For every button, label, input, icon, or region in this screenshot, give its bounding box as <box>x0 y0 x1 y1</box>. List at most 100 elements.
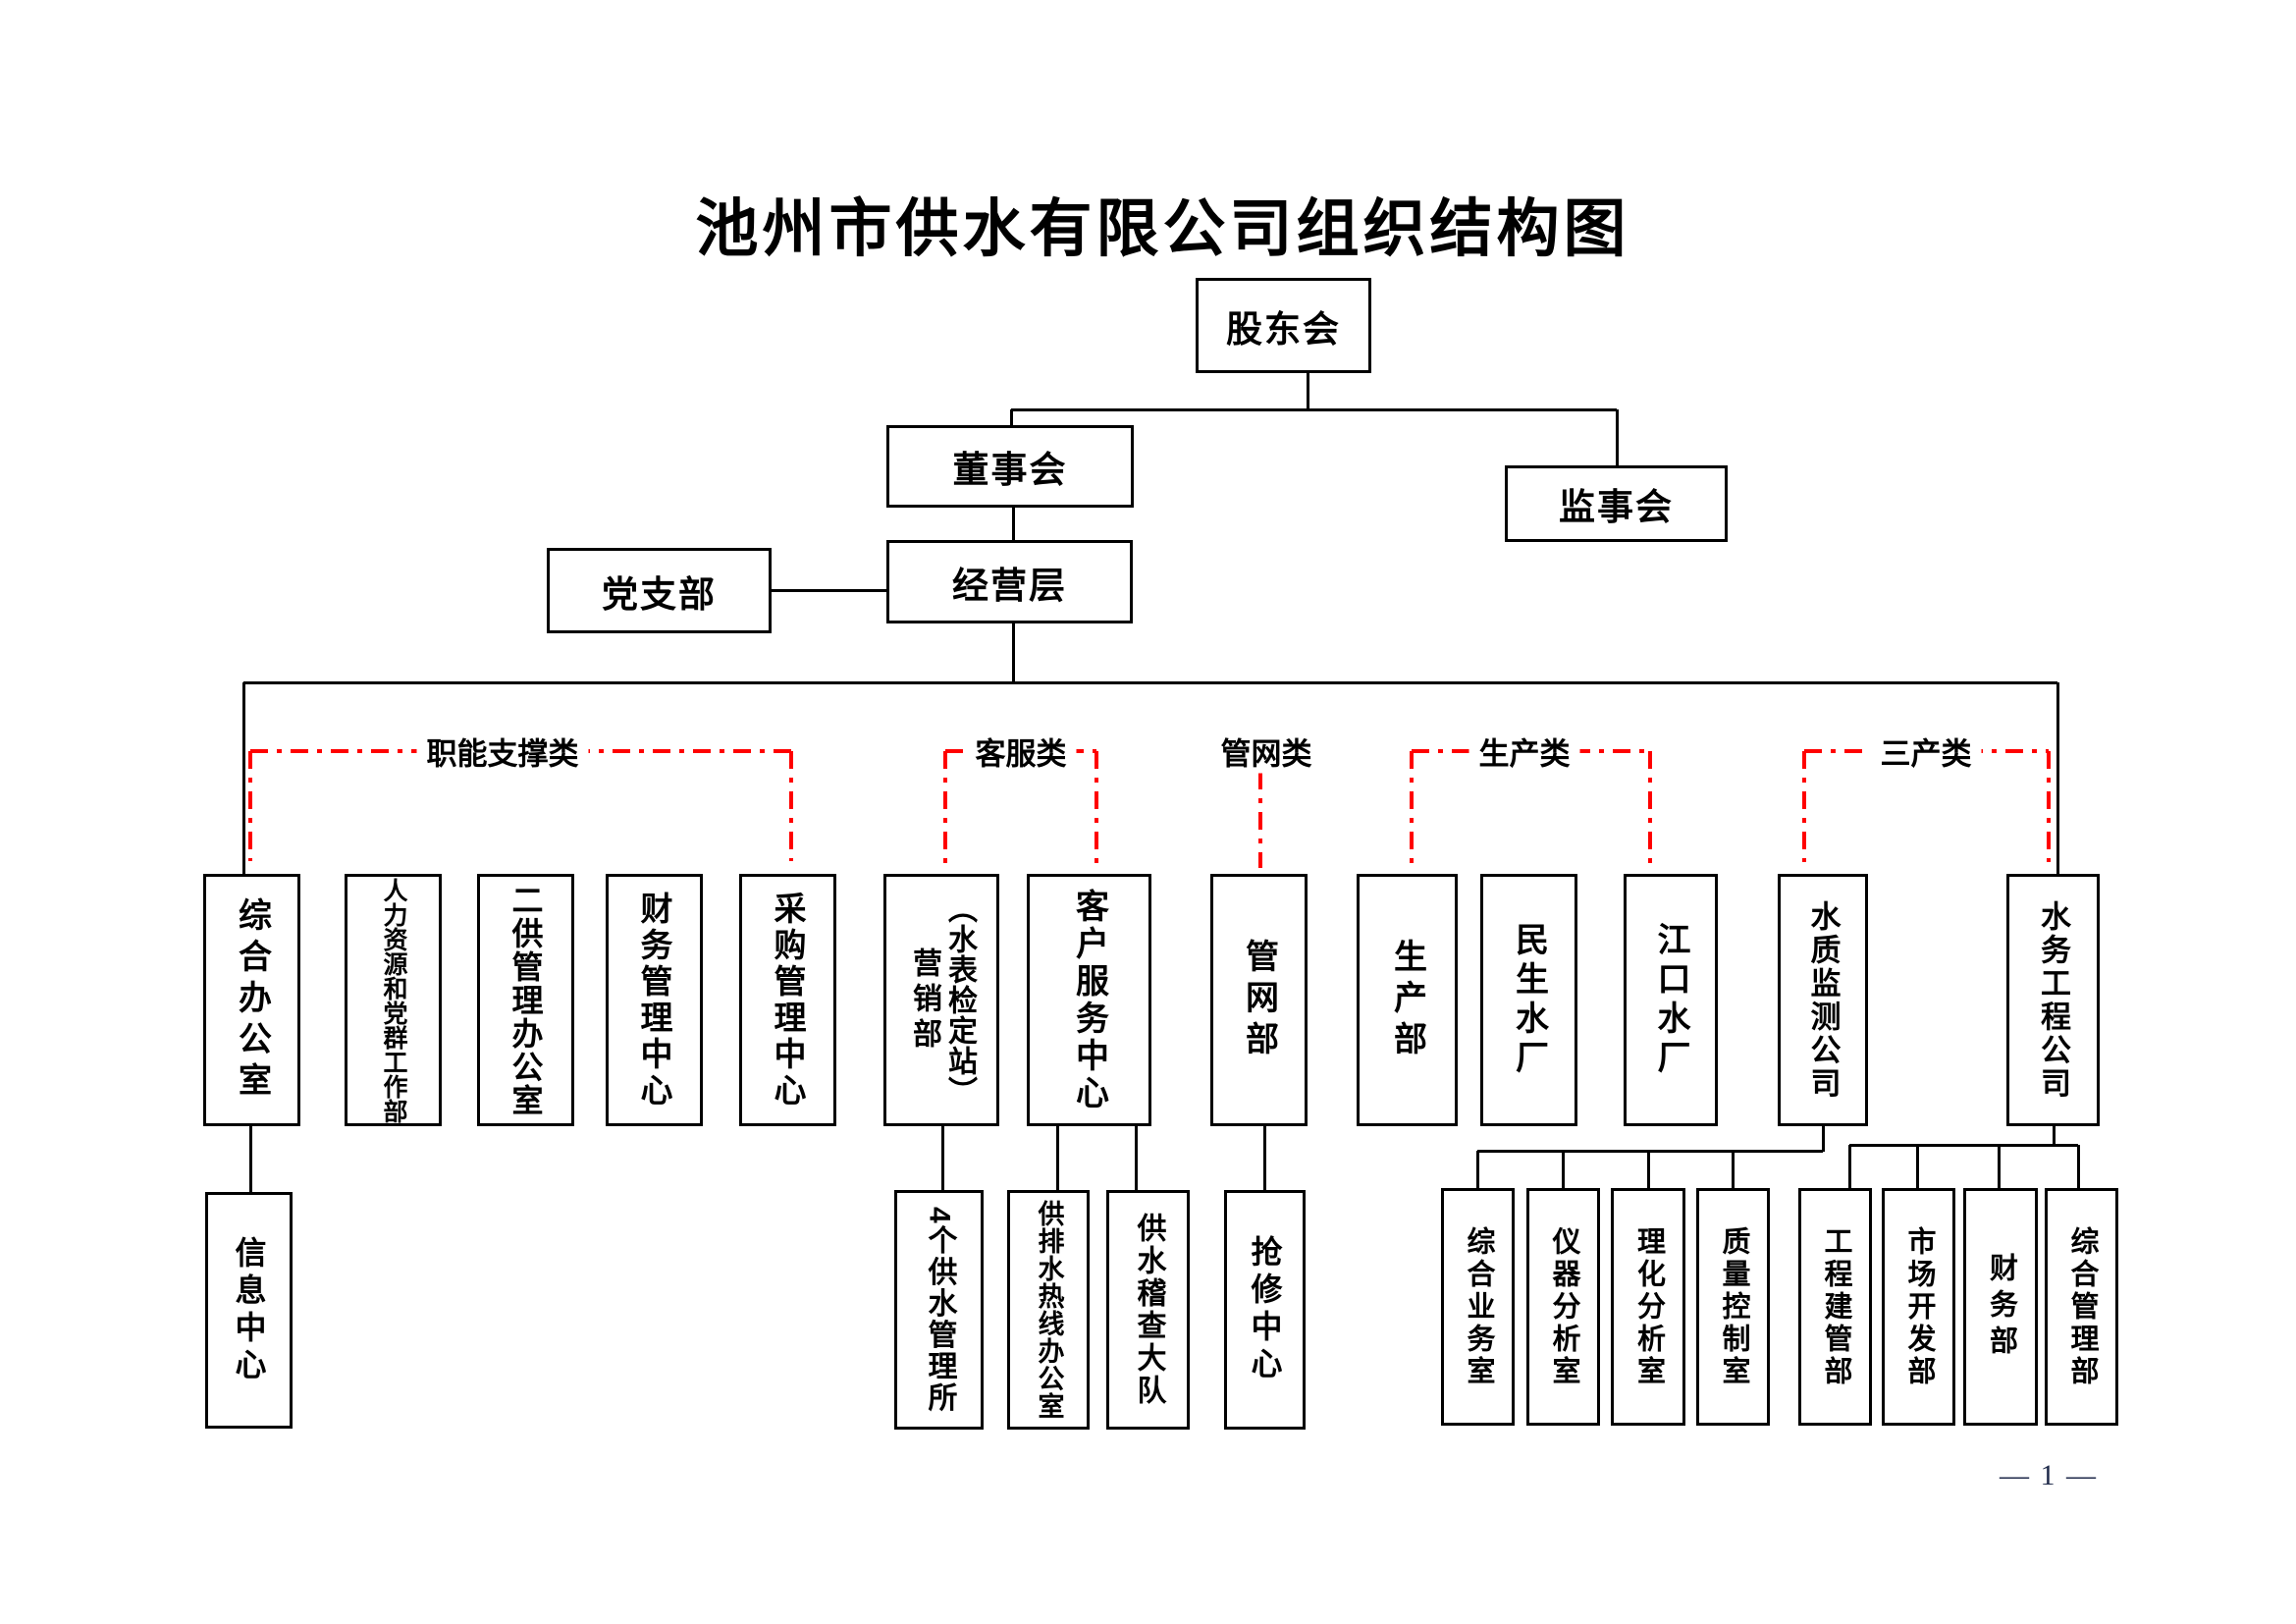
org-box-general-office: 综合办公室 <box>203 874 300 1126</box>
category-bracket-line <box>1258 772 1262 868</box>
category-label-customer-service: 客服类 <box>965 729 1077 774</box>
org-box-water-inspection-brigade: 供水稽查大队 <box>1106 1190 1190 1430</box>
org-box-board-of-directors: 董事会 <box>886 425 1134 508</box>
org-box-label: 抢修中心 <box>1247 1235 1283 1384</box>
connector-line <box>1475 1151 1479 1189</box>
org-box-label: 理化分析室 <box>1632 1225 1665 1388</box>
org-box-water-engineering-co: 水务工程公司 <box>2006 874 2100 1126</box>
org-box-label: 水务工程公司 <box>2036 899 2070 1101</box>
org-box-label: 江口水厂 <box>1652 921 1689 1079</box>
org-box-hr-party-mass-work-dept: 人力资源和党群工作部 <box>345 874 442 1126</box>
category-bracket-line <box>248 751 252 861</box>
org-box-label: 供排水热线办公室 <box>1034 1200 1064 1420</box>
connector-line <box>1561 1151 1565 1189</box>
org-box-pipe-network-dept: 管网部 <box>1210 874 1308 1126</box>
page-title: 池州市供水有限公司组织结构图 <box>695 194 1630 264</box>
category-bracket-line <box>1095 751 1098 868</box>
org-box-minsheng-water-plant: 民生水厂 <box>1480 874 1577 1126</box>
org-box-marketing-dept: 营销部（水表检定站） <box>883 874 999 1126</box>
org-box-physicochemical-analysis-office: 理化分析室 <box>1611 1188 1685 1426</box>
org-box-label: 4个供水管理所 <box>923 1206 956 1414</box>
connector-line <box>1134 1126 1138 1191</box>
org-box-label: 综合管理部 <box>2066 1225 2098 1388</box>
connector-line <box>1477 1149 1823 1153</box>
org-box-water-hotline-office: 供排水热线办公室 <box>1007 1190 1090 1430</box>
org-box-label: 管网部 <box>1240 938 1278 1062</box>
connector-line <box>1997 1145 2001 1189</box>
category-label-functional-support: 职能支撑类 <box>416 729 589 774</box>
org-box-label: 水质监测公司 <box>1805 899 1841 1101</box>
category-bracket-line <box>789 751 793 861</box>
category-label-tertiary-industry: 三产类 <box>1870 729 1982 774</box>
org-box-label: 客户服务中心 <box>1070 888 1108 1112</box>
org-box-finance-mgmt-center: 财务管理中心 <box>606 874 703 1126</box>
org-box-label: 供水稽查大队 <box>1132 1213 1165 1407</box>
org-box-label: 股东会 <box>1226 308 1341 350</box>
page-number: — 1 — <box>2000 1459 2098 1491</box>
org-box-shareholders-meeting: 股东会 <box>1196 278 1371 373</box>
org-box-party-branch: 党支部 <box>547 548 772 633</box>
connector-line <box>248 1126 252 1193</box>
connector-line <box>1011 508 1015 541</box>
org-box-label: 财务管理中心 <box>636 891 672 1110</box>
org-box-label: 质量控制室 <box>1718 1225 1749 1388</box>
connector-line <box>1821 1126 1825 1152</box>
connector-line <box>1915 1145 1919 1189</box>
connector-line <box>243 680 2057 684</box>
category-bracket-line <box>2047 751 2051 862</box>
org-box-information-center: 信息中心 <box>205 1192 293 1429</box>
org-box-label: 二供管理办公室 <box>507 883 544 1117</box>
category-bracket-line <box>1410 751 1414 864</box>
org-box-quality-control-office: 质量控制室 <box>1696 1188 1770 1426</box>
category-label-production: 生产类 <box>1468 729 1580 774</box>
org-box-customer-service-center: 客户服务中心 <box>1027 874 1151 1126</box>
connector-line <box>2052 1126 2056 1146</box>
connector-line <box>241 682 245 875</box>
org-box-label: 采购管理中心 <box>770 891 806 1110</box>
org-box-label: 经营层 <box>952 565 1067 606</box>
org-box-jiangkou-water-plant: 江口水厂 <box>1624 874 1718 1126</box>
org-box-production-dept: 生产部 <box>1357 874 1458 1126</box>
category-label-pipe-network: 管网类 <box>1210 729 1322 774</box>
org-box-label: 党支部 <box>602 573 717 615</box>
category-bracket-line <box>1648 751 1652 864</box>
category-bracket-line <box>1802 751 1806 862</box>
org-box-label: 工程建管部 <box>1820 1225 1851 1388</box>
connector-line <box>1849 1143 2078 1147</box>
org-box-emergency-repair-center: 抢修中心 <box>1224 1190 1306 1430</box>
org-box-engineering-construction-dept: 工程建管部 <box>1798 1188 1872 1426</box>
connector-line <box>2076 1145 2080 1189</box>
connector-line <box>940 1126 944 1191</box>
org-box-label: 监事会 <box>1559 487 1674 527</box>
org-box-water-quality-monitoring-co: 水质监测公司 <box>1778 874 1868 1126</box>
org-box-label: 市场开发部 <box>1903 1225 1935 1388</box>
org-box-procurement-mgmt-center: 采购管理中心 <box>739 874 836 1126</box>
org-box-management-level: 经营层 <box>886 540 1133 623</box>
org-box-secondary-supply-mgmt-office: 二供管理办公室 <box>477 874 574 1126</box>
org-box-label: 董事会 <box>952 450 1068 490</box>
connector-line <box>1011 623 1015 682</box>
org-box-finance-dept: 财务部 <box>1963 1188 2038 1426</box>
connector-line <box>1011 407 1617 411</box>
connector-line <box>2056 682 2059 875</box>
org-box-label: 营销部 <box>908 947 940 1054</box>
org-box-sublabel: （水表检定站） <box>943 893 976 1107</box>
connector-line <box>1646 1151 1650 1189</box>
org-box-label: 综合办公室 <box>233 896 271 1104</box>
connector-line <box>1262 1126 1266 1191</box>
org-box-label: 仪器分析室 <box>1548 1225 1579 1388</box>
org-box-general-business-office: 综合业务室 <box>1441 1188 1515 1426</box>
category-bracket-line <box>943 751 947 868</box>
org-box-market-development-dept: 市场开发部 <box>1882 1188 1955 1426</box>
org-box-label: 生产部 <box>1388 938 1426 1062</box>
connector-line <box>1009 409 1013 426</box>
org-box-instrument-analysis-office: 仪器分析室 <box>1526 1188 1600 1426</box>
connector-line <box>1306 373 1309 409</box>
org-box-label: 民生水厂 <box>1510 921 1548 1079</box>
connector-line <box>1615 409 1619 466</box>
org-box-supervisory-board: 监事会 <box>1505 465 1728 542</box>
org-box-label: 财务部 <box>1985 1252 2017 1362</box>
org-box-general-mgmt-dept: 综合管理部 <box>2045 1188 2118 1426</box>
connector-line <box>1055 1126 1059 1191</box>
